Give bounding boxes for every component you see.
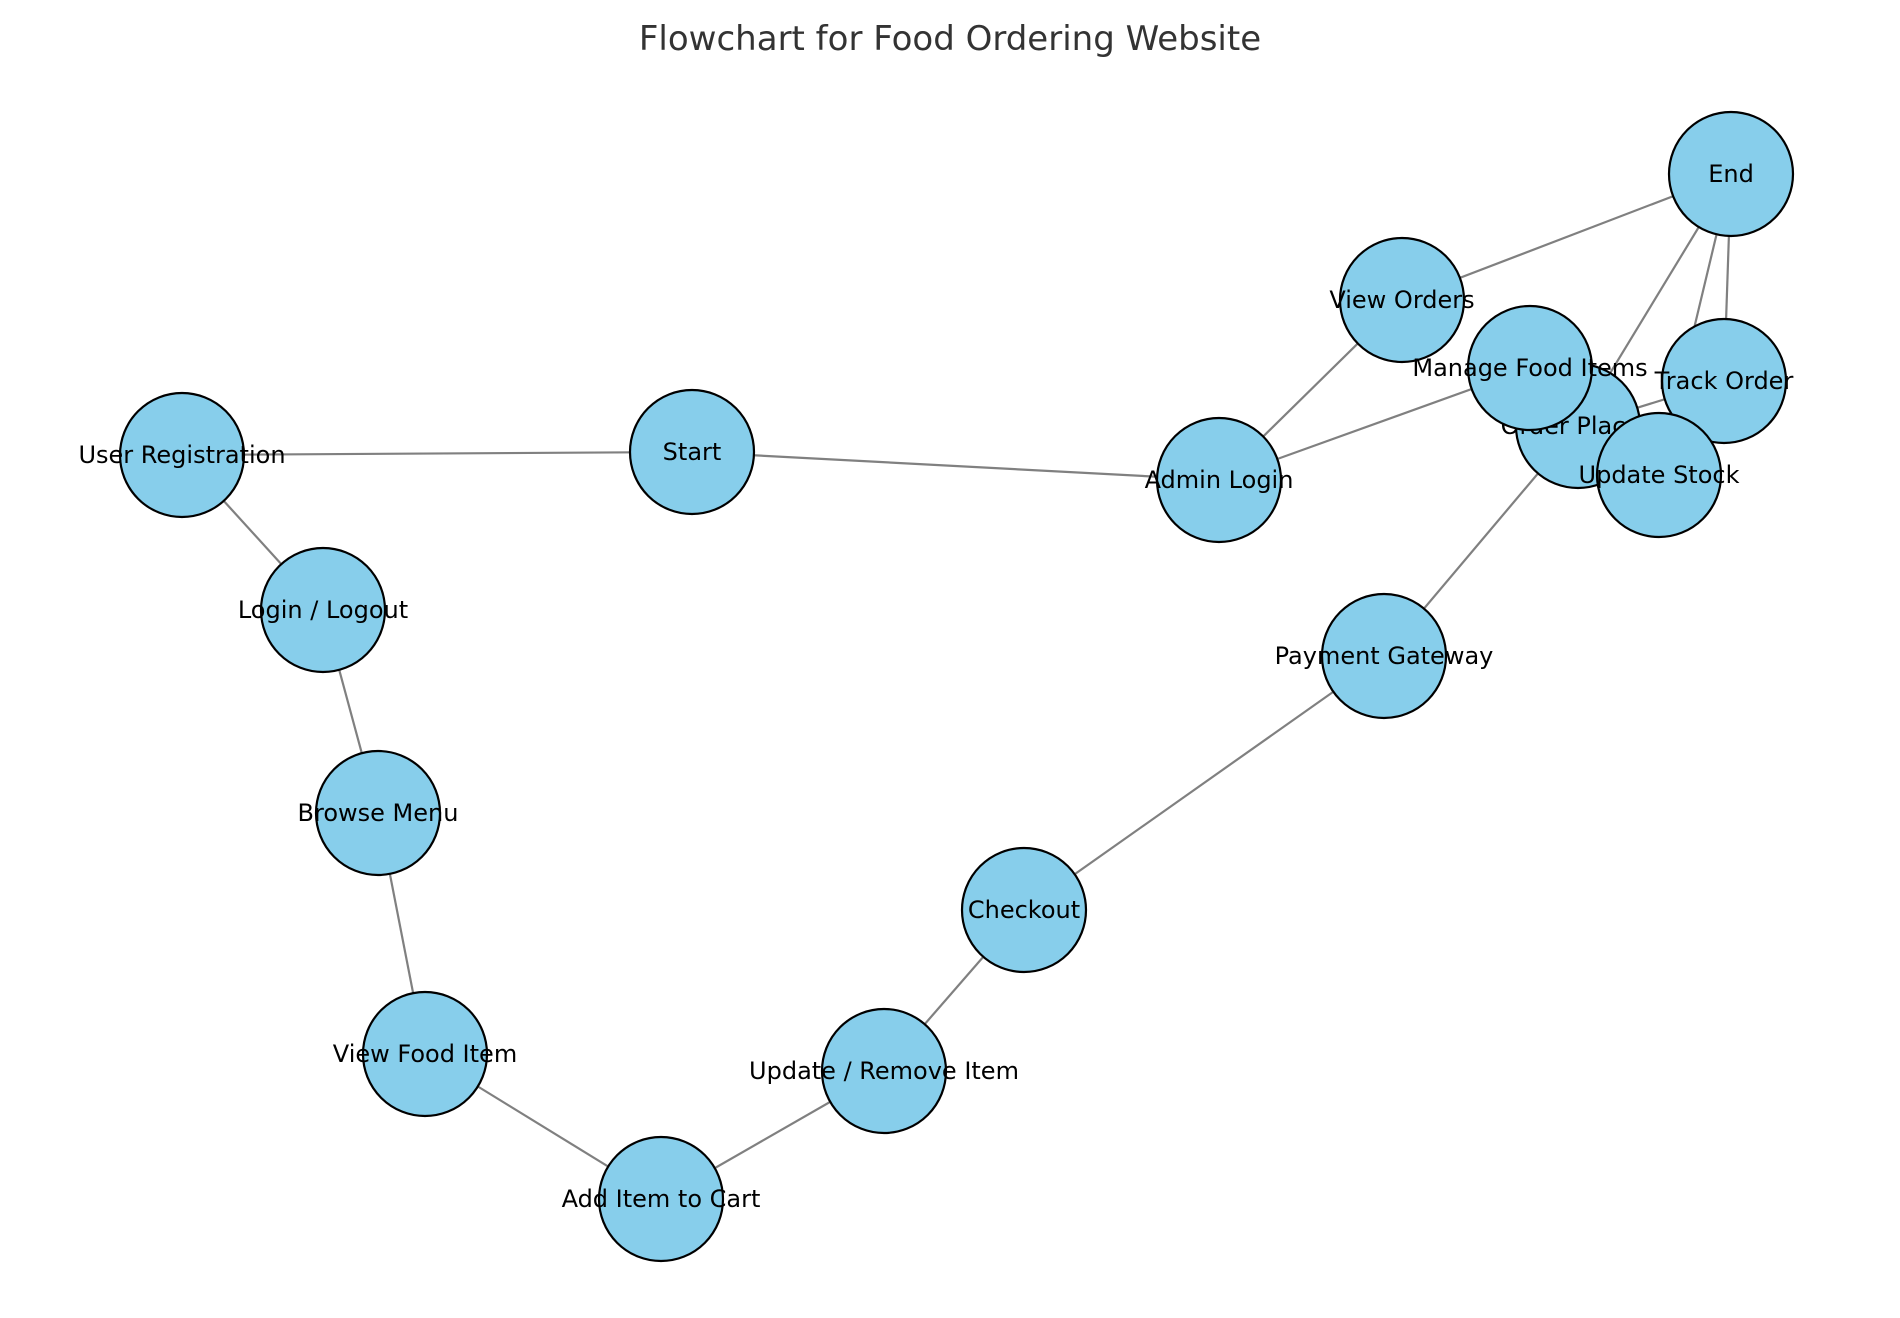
node-label-browse-menu: Browse Menu <box>298 799 459 827</box>
node-label-user-registration: User Registration <box>78 441 285 469</box>
node-circle-browse-menu <box>314 749 442 877</box>
node-label-update-remove-item: Update / Remove Item <box>749 1057 1019 1085</box>
edge-start-to-user-registration <box>181 450 693 457</box>
node-start: Start <box>628 388 756 516</box>
node-view-orders: View Orders <box>1329 236 1475 364</box>
node-checkout: Checkout <box>960 846 1088 974</box>
node-update-remove-item: Update / Remove Item <box>749 1007 1019 1135</box>
node-circle-view-orders <box>1338 236 1466 364</box>
node-label-track-order: Track Order <box>1654 367 1794 395</box>
node-label-login-logout: Login / Logout <box>238 596 408 624</box>
node-circle-end <box>1667 110 1795 238</box>
node-circle-update-stock <box>1595 411 1723 539</box>
node-circle-user-registration <box>118 391 246 519</box>
node-track-order: Track Order <box>1654 317 1794 445</box>
node-circle-view-food-item <box>361 990 489 1118</box>
node-circle-login-logout <box>259 546 387 674</box>
node-circle-checkout <box>960 846 1088 974</box>
node-payment-gateway: Payment Gateway <box>1275 592 1494 720</box>
node-login-logout: Login / Logout <box>238 546 408 674</box>
node-circle-add-item-to-cart <box>597 1135 725 1263</box>
node-circle-track-order <box>1660 317 1788 445</box>
node-label-view-food-item: View Food Item <box>333 1040 517 1068</box>
edge-start-to-admin-login <box>691 450 1220 482</box>
node-update-stock: Update Stock <box>1579 411 1740 539</box>
node-circle-admin-login <box>1155 416 1283 544</box>
node-manage-food-items: Manage Food Items <box>1412 304 1648 432</box>
diagram-title: Flowchart for Food Ordering Website <box>639 19 1261 59</box>
node-label-view-orders: View Orders <box>1329 286 1474 314</box>
node-label-admin-login: Admin Login <box>1145 466 1294 494</box>
node-label-payment-gateway: Payment Gateway <box>1275 642 1494 670</box>
node-circle-manage-food-items <box>1466 304 1594 432</box>
node-circle-payment-gateway <box>1320 592 1448 720</box>
node-label-checkout: Checkout <box>968 896 1080 924</box>
node-label-start: Start <box>663 438 722 466</box>
node-browse-menu: Browse Menu <box>298 749 459 877</box>
node-view-food-item: View Food Item <box>333 990 517 1118</box>
edge-checkout-to-payment-gateway <box>1023 655 1385 911</box>
node-label-manage-food-items: Manage Food Items <box>1412 354 1647 382</box>
node-user-registration: User Registration <box>78 391 286 519</box>
node-label-end: End <box>1708 160 1754 188</box>
node-end: End <box>1667 110 1795 238</box>
node-label-add-item-to-cart: Add Item to Cart <box>562 1185 761 1213</box>
node-label-update-stock: Update Stock <box>1579 461 1740 489</box>
node-circle-start <box>628 388 756 516</box>
node-add-item-to-cart: Add Item to Cart <box>562 1135 761 1263</box>
node-circle-update-remove-item <box>820 1007 948 1135</box>
node-admin-login: Admin Login <box>1145 416 1294 544</box>
